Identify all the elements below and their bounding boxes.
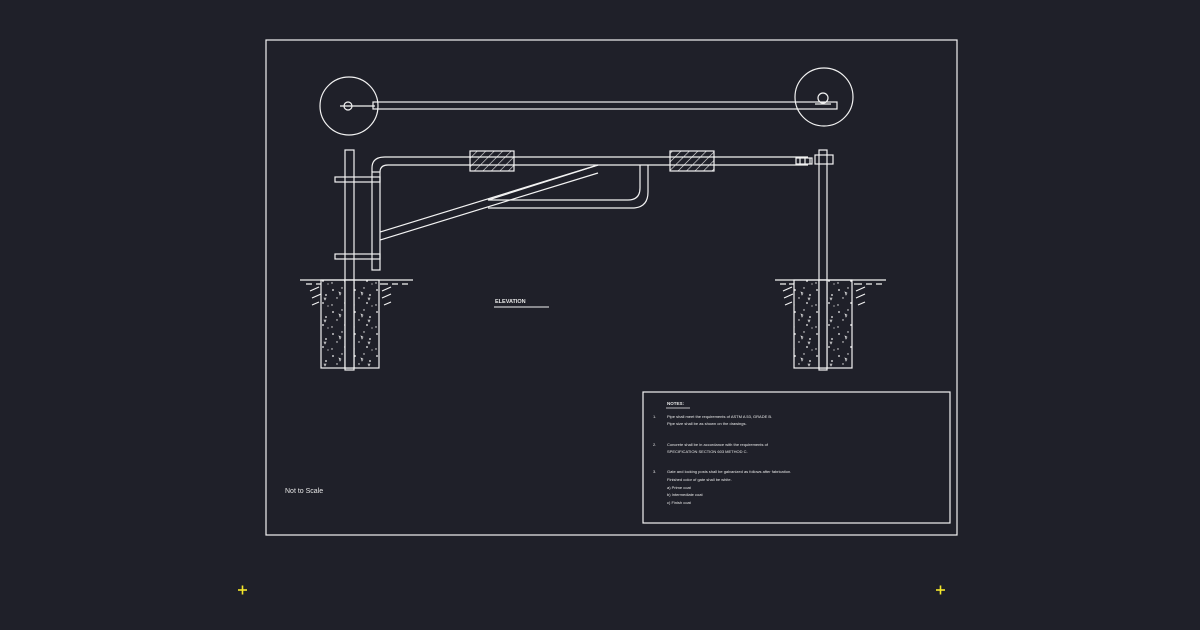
- not-to-scale-label: Not to Scale: [285, 488, 323, 495]
- note-1-number: 1.: [653, 414, 656, 419]
- note-2-line-2: SPECIFICATION SECTION 603 METHOD C.: [667, 449, 748, 454]
- gate-top-rail: [371, 156, 808, 172]
- note-1-line-2: Pipe size shall be as shown on the drawi…: [667, 421, 747, 426]
- right-footing: [775, 279, 886, 369]
- plus-marker-icon: [238, 585, 247, 595]
- note-1-line-1: Pipe shall meet the requirements of ASTM…: [667, 414, 772, 419]
- notes-heading: NOTES:: [667, 401, 685, 406]
- plan-right-circle: [794, 67, 854, 127]
- plan-gate-bar: [372, 101, 838, 110]
- note-3-line-2: Finished color of gate shall be white.: [667, 477, 732, 482]
- note-3-number: 3.: [653, 469, 656, 474]
- left-footing: [300, 279, 413, 369]
- left-hinge-post: [344, 149, 355, 371]
- latch-block: [814, 154, 834, 165]
- plan-view: [319, 67, 854, 136]
- hinge-strap-bottom: [334, 253, 381, 260]
- note-3-line-3: a) Prime coat: [667, 485, 692, 490]
- elevation-label: ELEVATION: [495, 299, 526, 305]
- plan-latch-ring: [817, 92, 829, 104]
- rail-end-cap: [795, 157, 813, 165]
- rail-block-right: [669, 150, 715, 172]
- plan-left-circle: [319, 76, 379, 136]
- drawing-border: [265, 39, 958, 536]
- note-3-line-4: b) Intermediate coat: [667, 492, 703, 497]
- gate-vertical-pipe: [371, 171, 381, 271]
- notes-box: [642, 391, 951, 524]
- note-2-number: 2.: [653, 442, 656, 447]
- note-3-line-5: c) Finish coat: [667, 500, 692, 505]
- note-3-line-1: Gate and locking posts shall be galvaniz…: [667, 469, 791, 474]
- note-2-line-1: Concrete shall be in accordance with the…: [667, 442, 769, 447]
- plus-marker-icon: [936, 585, 945, 595]
- rail-block-left: [469, 150, 515, 172]
- notes-content: NOTES: 1. Pipe shall meet the requiremen…: [653, 401, 791, 505]
- right-locking-post: [818, 149, 828, 371]
- elevation-view: [334, 149, 834, 371]
- hinge-strap-top: [334, 176, 381, 183]
